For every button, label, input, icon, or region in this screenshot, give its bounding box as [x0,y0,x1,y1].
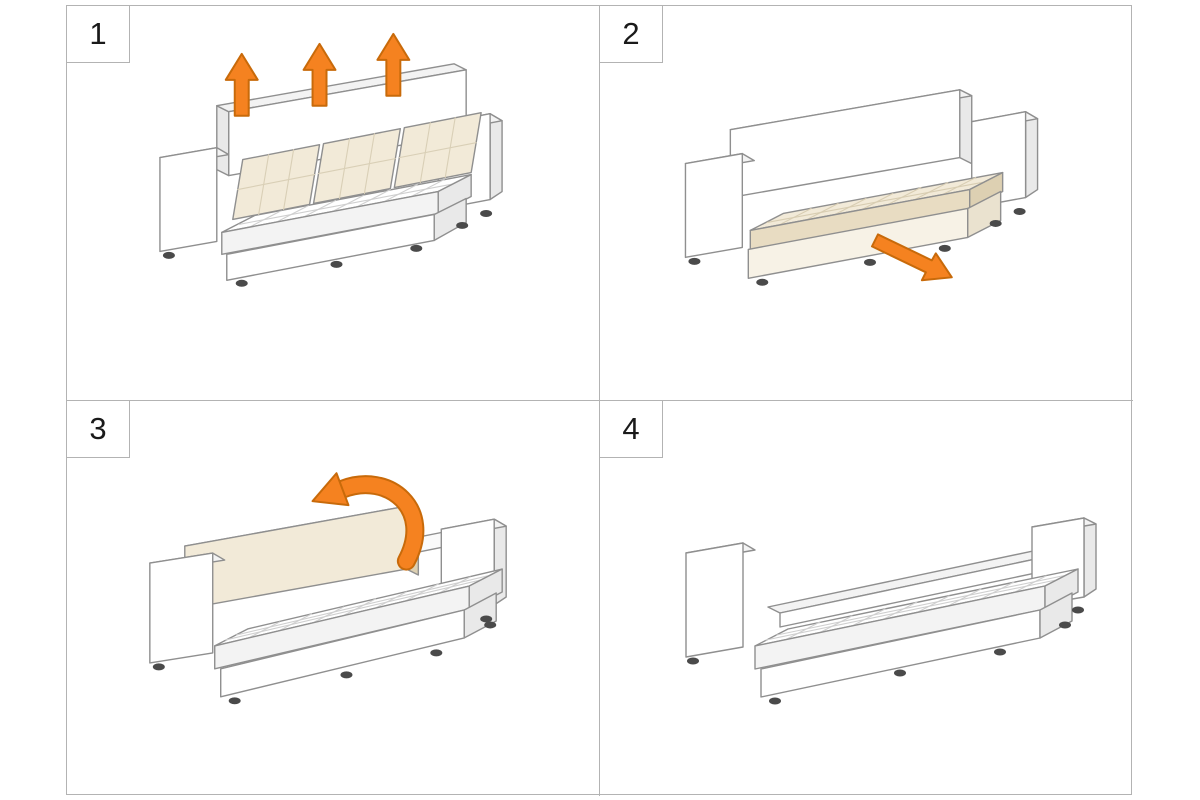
back-cushion-1 [233,145,320,220]
sofa-lift-back-cushions-illustration [67,6,599,287]
flat-sofa-bed-illustration [600,401,1133,705]
step-number-box-2: 2 [600,6,663,63]
panel-step-1: 1 [67,6,600,401]
up-arrow-icon-1 [226,54,258,116]
left-armrest [160,148,229,252]
pull-out-arrow-icon [872,234,952,280]
up-arrow-icon-3 [377,34,409,96]
sofa-feet [162,209,493,287]
pull-out-base [748,192,1000,279]
fold-arrow-icon [313,473,415,561]
bed-base [221,593,496,697]
panel-step-4: 4 [600,401,1133,796]
seat-cushion [222,175,471,255]
steps-grid: 1 [66,5,1133,796]
step-number-box-4: 4 [600,401,663,458]
left-armrest [686,543,755,657]
step-number-box-1: 1 [67,6,130,63]
bed-mattress [215,569,502,669]
sofa-feet [688,207,1026,286]
step-number-box-3: 3 [67,401,130,458]
step-number-2: 2 [622,16,640,51]
step-number-4: 4 [622,411,640,446]
panel-step-3: 3 [67,401,600,796]
back-cushion-3 [394,113,481,188]
up-arrow-icon-2 [304,44,336,106]
left-armrest [685,154,754,258]
sofa-fold-backrest-illustration [67,401,599,705]
step-number-3: 3 [89,411,107,446]
sofa-feet [687,606,1084,705]
bed-mattress [755,569,1078,669]
bed-base [761,593,1072,697]
sofa-feet [152,615,497,705]
sofa-base [227,199,466,281]
back-cushion-2 [314,129,401,204]
backrest-panel [730,90,971,198]
sofa-pull-out-base-illustration [600,6,1133,286]
step-number-1: 1 [89,16,107,51]
left-armrest [150,553,225,663]
panel-step-2: 2 [600,6,1133,401]
